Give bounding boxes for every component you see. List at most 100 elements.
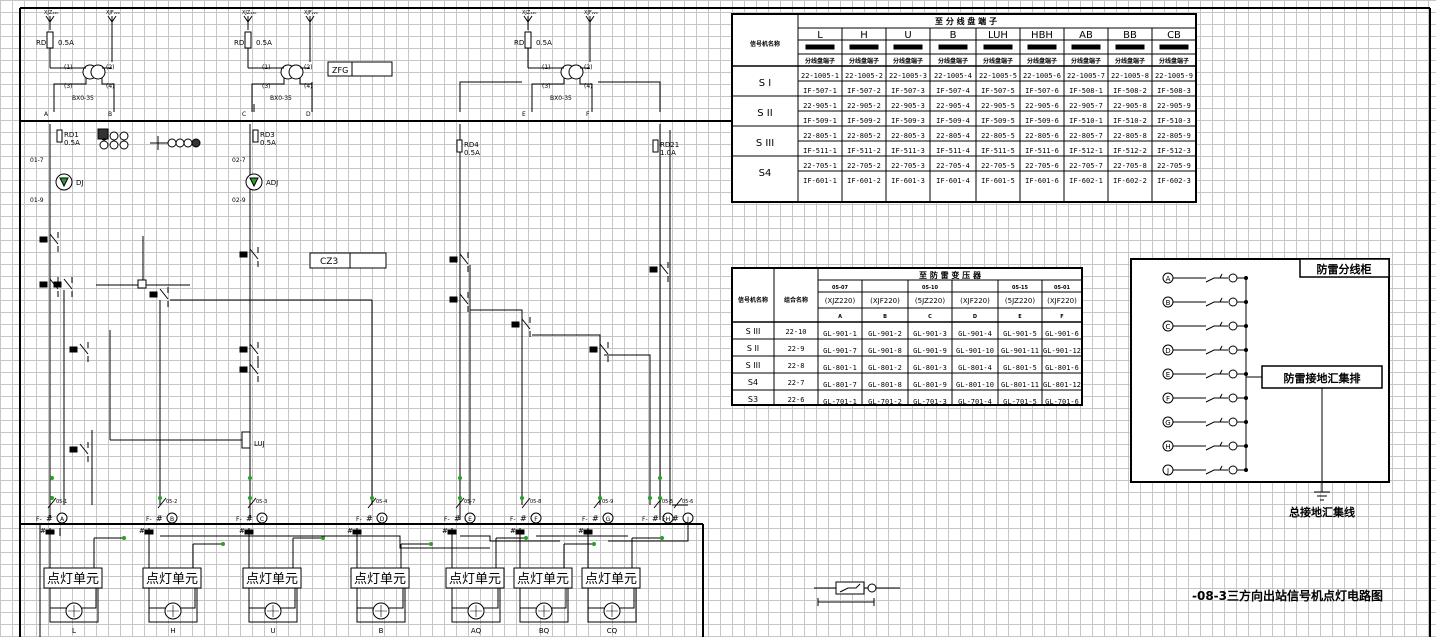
lamp-unit-label: 点灯单元: [246, 572, 298, 587]
coil-icon: [99, 140, 109, 150]
table1-row-name: S I: [759, 78, 771, 89]
terminal-prefix: F-: [582, 516, 588, 523]
contact-block: [149, 291, 158, 298]
xjf-label: XJF₂₂₀: [584, 10, 598, 16]
wire: [248, 588, 265, 609]
zfg-box: [327, 61, 393, 77]
table2-cell: GL-901-8: [868, 347, 902, 355]
terminal-block-icon: [97, 128, 109, 140]
contact-block: [239, 366, 248, 373]
node-dot: [660, 536, 664, 540]
table1-cell: IF-510-2: [1113, 117, 1147, 125]
fuse: [652, 139, 659, 153]
table2-cell: GL-801-10: [956, 381, 994, 389]
table1-cell: IF-509-2: [847, 117, 881, 125]
lightning-node: [1228, 465, 1238, 475]
terminal-mark: [144, 529, 154, 535]
xjf-label: XJF₂₂₀: [304, 10, 318, 16]
node-dot: [321, 536, 325, 540]
table2-cell: GL-901-10: [956, 347, 994, 355]
node-dot: [598, 496, 602, 500]
contact-block: [39, 281, 48, 288]
table1-cell: 22-705-1: [803, 162, 837, 170]
bus-letter: C: [242, 111, 246, 118]
lamp-unit-box: [513, 567, 573, 589]
table2-row-name: S III: [746, 327, 761, 336]
relay-arrow-icon: [249, 177, 259, 188]
contact-block: [511, 321, 520, 328]
fuse-rating: 0.5A: [260, 139, 276, 147]
junction-dot: [1244, 276, 1248, 280]
contact-blade: [459, 253, 469, 265]
junction-dot: [1244, 420, 1248, 424]
term: 02-9: [232, 197, 246, 204]
lamp-unit-box: [142, 567, 202, 589]
dj-label: DJ: [76, 179, 83, 187]
contact-blade: [249, 363, 259, 375]
antenna-icon: [305, 15, 315, 23]
lamp-name: CQ: [607, 627, 618, 635]
junction-dot: [1244, 324, 1248, 328]
table1-cell: 22-1005-3: [889, 72, 927, 80]
table1-col: B: [950, 30, 957, 41]
node-dot: [592, 542, 596, 546]
table2-col: (XJZ220): [825, 297, 856, 305]
table2-cell: GL-801-12: [1043, 381, 1081, 389]
table1-sub: 分线盘端子: [1159, 57, 1189, 65]
table1-cell: IF-507-5: [981, 87, 1015, 95]
table1-cell: IF-601-6: [1025, 177, 1059, 185]
table1-cell: IF-511-5: [981, 147, 1015, 155]
table2-cell: GL-701-6: [1045, 398, 1079, 406]
table1-cell: 22-805-8: [1113, 132, 1147, 140]
table1-cell: IF-511-1: [803, 147, 837, 155]
table2-cell: GL-701-5: [1003, 398, 1037, 406]
table1-cell: 22-905-8: [1113, 102, 1147, 110]
terminal-hash: #: [652, 514, 659, 523]
table1-sub: 分线盘端子: [1115, 57, 1145, 65]
table1-row-name: S4: [759, 168, 772, 179]
table1-cell: IF-507-6: [1025, 87, 1059, 95]
lamp-name: H: [170, 627, 175, 635]
terminal-label: 05-6: [682, 499, 693, 505]
node-dot: [221, 542, 225, 546]
table1-col: BB: [1123, 30, 1137, 41]
table1-cell: 22-705-8: [1113, 162, 1147, 170]
terminal-mark: [244, 529, 254, 535]
terminal-label: 05-2: [166, 499, 177, 505]
table1-cell: 22-805-3: [891, 132, 925, 140]
node-dot: [429, 542, 433, 546]
table1-cell: 22-705-6: [1025, 162, 1059, 170]
table1-col-bar: [1027, 44, 1057, 50]
wire: [460, 535, 560, 542]
wire: [356, 588, 373, 609]
wire: [251, 78, 285, 112]
table2-row-group: 22-8: [788, 362, 805, 370]
table1-col-bar: [849, 44, 879, 50]
wire: [587, 588, 637, 623]
lamp-unit-label: 点灯单元: [585, 572, 637, 587]
bus-letter: A: [44, 111, 49, 118]
table1-cell: IF-507-3: [891, 87, 925, 95]
contact-block: [53, 281, 62, 288]
table1-cell: 22-705-5: [981, 162, 1015, 170]
fuse: [456, 139, 463, 153]
table2-group: 05-15: [1012, 285, 1029, 291]
lightning-title-box: [1299, 258, 1390, 278]
term: (4): [584, 83, 593, 90]
table1-cell: IF-509-6: [1025, 117, 1059, 125]
table1-cell: IF-602-3: [1157, 177, 1191, 185]
terminal-label: 05-4: [376, 499, 387, 505]
table2-group: 05-01: [1054, 285, 1071, 291]
lamp-unit-label: 点灯单元: [517, 572, 569, 587]
terminal-hash: #: [347, 527, 353, 535]
table2-cell: GL-801-7: [823, 381, 857, 389]
lamp-name: B: [379, 627, 384, 635]
table1-sub: 分线盘端子: [1027, 57, 1057, 65]
table2-cell: GL-901-3: [913, 330, 947, 338]
terminal-label: 05-7: [464, 499, 475, 505]
terminal-mark: [45, 529, 55, 535]
wire: [598, 81, 661, 112]
table2-col: (XJF220): [960, 297, 990, 305]
terminal-label: 05-8: [530, 499, 541, 505]
